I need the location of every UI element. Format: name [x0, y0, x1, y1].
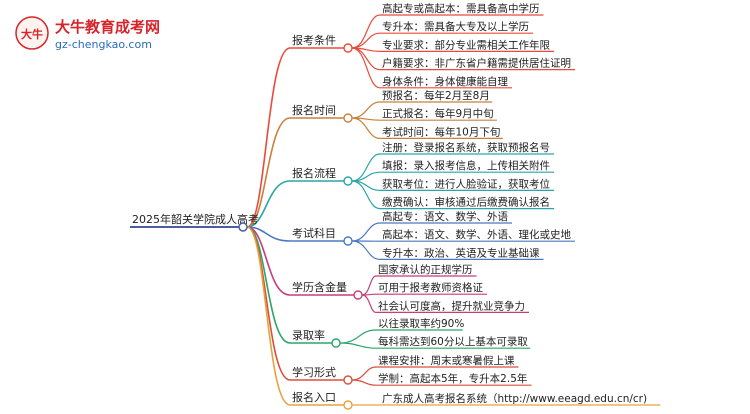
leaf-label: 高起专或高起本：需具备高中学历: [382, 2, 540, 15]
leaf-link: [352, 118, 380, 138]
leaf-label: 注册：登录报名系统，获取预报名号: [382, 141, 550, 154]
leaf-label: 预报名：每年2月至8月: [382, 89, 490, 102]
branch-label: 报考条件: [292, 33, 336, 47]
leaf-label: 每科需达到60分以上基本可录取: [378, 335, 528, 348]
leaf-label: 国家承认的正规学历: [378, 263, 473, 276]
leaf-label: 填报：录入报考信息，上传相关附件: [382, 159, 550, 172]
leaf-label: 课程安排：周末或寒暑假上课: [378, 354, 515, 367]
branch-collapse-icon[interactable]: [344, 44, 352, 52]
branch-link: [247, 227, 290, 380]
branch-collapse-icon[interactable]: [344, 401, 352, 409]
leaf-label: 获取考位：进行人脸验证，获取考位: [382, 177, 550, 190]
branch-label: 学习形式: [292, 365, 336, 379]
leaf-label: 专业要求：部分专业需相关工作年限: [382, 38, 550, 51]
leaf-label: 正式报名：每年9月中旬: [382, 107, 494, 120]
branch-collapse-icon[interactable]: [354, 291, 362, 299]
branch-label: 报名入口: [292, 390, 336, 404]
mindmap-nodes: 2025年韶关学院成人高考报考条件高起专或高起本：需具备高中学历专升本：需具备大…: [132, 2, 647, 409]
branch-label: 报名流程: [292, 166, 336, 180]
leaf-link: [352, 15, 380, 48]
site-logo: 大牛 大牛教育成考网 gz-chengkao.com: [16, 17, 160, 51]
leaf-link: [362, 295, 376, 312]
leaf-label: 以往录取率约90%: [378, 317, 464, 330]
leaf-link: [352, 102, 380, 118]
root-collapse-icon[interactable]: [239, 223, 247, 231]
leaf-label: 学制：高起本5年，专升本2.5年: [378, 372, 527, 385]
branch-collapse-icon[interactable]: [344, 177, 352, 185]
leaf-label: 缴费确认：审核通过后缴费确认报名: [382, 196, 550, 209]
branch-collapse-icon[interactable]: [344, 237, 352, 245]
branch-label: 录取率: [292, 328, 325, 342]
leaf-label: 专升本：政治、英语及专业基础课: [382, 246, 540, 259]
leaf-label: 身体条件：身体健康能自理: [382, 75, 508, 88]
leaf-link: [362, 276, 376, 295]
leaf-label: 可用于报考教师资格证: [378, 281, 483, 294]
logo-title: 大牛教育成考网: [55, 18, 160, 36]
leaf-link: [352, 223, 380, 241]
leaf-label: 高起专：语文、数学、外语: [382, 210, 508, 223]
leaf-label: 考试时间：每年10月下旬: [382, 125, 500, 138]
branch-link: [247, 118, 290, 227]
branch-collapse-icon[interactable]: [344, 376, 352, 384]
branch-link: [247, 227, 290, 295]
leaf-label: 户籍要求：非广东省户籍需提供居住证明: [382, 57, 571, 70]
leaf-link: [352, 48, 380, 88]
leaf-link: [352, 241, 380, 259]
leaf-link: [352, 380, 376, 385]
leaf-label: 广东成人高考报名系统（http://www.eeagd.edu.cn/cr): [382, 392, 647, 405]
branch-collapse-icon[interactable]: [332, 339, 340, 347]
leaf-link: [340, 343, 376, 348]
branch-label: 报名时间: [292, 103, 336, 117]
leaf-link: [352, 367, 376, 380]
leaf-link: [340, 330, 376, 343]
branch-label: 学历含金量: [292, 280, 347, 294]
leaf-label: 高起本：语文、数学、外语、理化或史地: [382, 228, 571, 241]
logo-glyph: 大牛: [21, 27, 43, 41]
leaf-label: 社会认可度高，提升就业竞争力: [378, 299, 525, 312]
leaf-link: [352, 33, 380, 48]
leaf-label: 专升本：需具备大专及以上学历: [382, 20, 529, 33]
branch-collapse-icon[interactable]: [344, 114, 352, 122]
branch-label: 考试科目: [292, 226, 336, 240]
logo-url: gz-chengkao.com: [55, 38, 152, 51]
